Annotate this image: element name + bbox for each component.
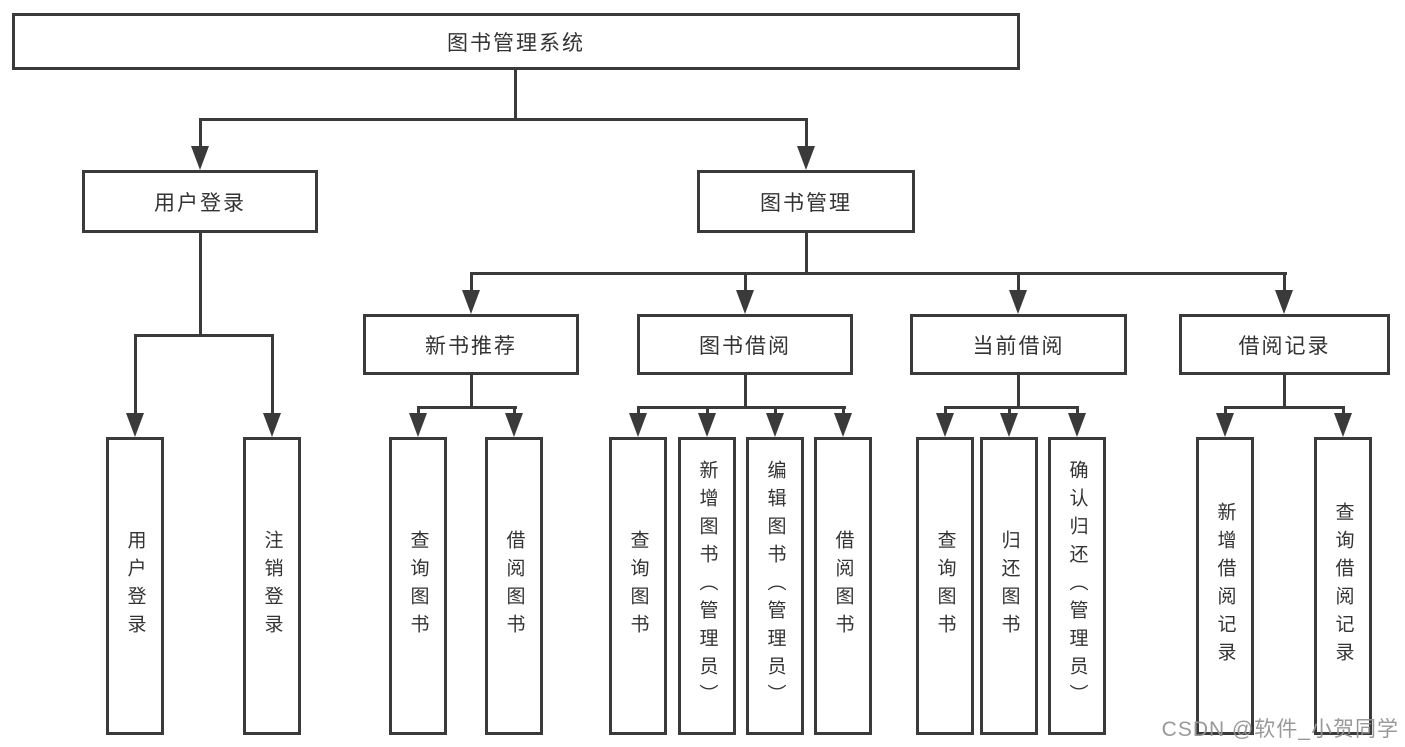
- leaf-add-borrow-record: 新增借阅记录: [1196, 437, 1254, 735]
- arrowhead-down-icon: [766, 413, 784, 437]
- leaf-borrow-books: 借阅图书: [814, 437, 872, 735]
- connector-line: [805, 233, 808, 275]
- connector-line: [199, 233, 202, 336]
- connector-line: [271, 334, 274, 420]
- leaf-label: 编辑图书（管理员）: [764, 460, 786, 712]
- node-user-login: 用户登录: [82, 170, 318, 233]
- leaf-return-books: 归还图书: [980, 437, 1038, 735]
- leaf-borrow-books: 借阅图书: [485, 437, 543, 735]
- node-book-borrowing: 图书借阅: [637, 314, 853, 375]
- arrowhead-down-icon: [462, 290, 480, 314]
- leaf-label: 查询图书: [407, 530, 429, 642]
- arrowhead-down-icon: [629, 413, 647, 437]
- arrowhead-down-icon: [263, 413, 281, 437]
- arrowhead-down-icon: [698, 413, 716, 437]
- connector-line: [744, 272, 747, 296]
- leaf-add-books-admin: 新增图书（管理员）: [678, 437, 736, 735]
- connector-line: [417, 406, 517, 409]
- node-borrowing-records: 借阅记录: [1179, 314, 1390, 375]
- leaf-label: 查询借阅记录: [1332, 502, 1354, 670]
- leaf-label: 借阅图书: [503, 530, 525, 642]
- connector-line: [944, 406, 1079, 409]
- leaf-label: 借阅图书: [832, 530, 854, 642]
- node-label: 借阅记录: [1238, 334, 1331, 358]
- arrowhead-down-icon: [1275, 290, 1293, 314]
- connector-line: [805, 118, 808, 152]
- node-label: 当前借阅: [972, 334, 1065, 358]
- connector-line: [744, 375, 747, 409]
- arrowhead-down-icon: [1334, 413, 1352, 437]
- arrowhead-down-icon: [409, 413, 427, 437]
- leaf-label: 确认归还（管理员）: [1066, 460, 1088, 712]
- connector-line: [637, 406, 846, 409]
- node-library-system: 图书管理系统: [12, 13, 1020, 70]
- connector-line: [514, 70, 517, 118]
- leaf-edit-books-admin: 编辑图书（管理员）: [746, 437, 804, 735]
- leaf-user-login: 用户登录: [106, 437, 164, 735]
- node-label: 新书推荐: [425, 334, 517, 358]
- node-label: 用户登录: [154, 191, 246, 215]
- arrowhead-down-icon: [736, 290, 754, 314]
- node-current-borrowing: 当前借阅: [910, 314, 1127, 375]
- leaf-query-books: 查询图书: [389, 437, 447, 735]
- arrowhead-down-icon: [797, 146, 815, 170]
- node-new-book-recommend: 新书推荐: [363, 314, 579, 375]
- arrowhead-down-icon: [834, 413, 852, 437]
- connector-line: [134, 334, 274, 337]
- connector-line: [199, 118, 808, 121]
- leaf-label: 用户登录: [124, 530, 146, 642]
- leaf-label: 新增借阅记录: [1214, 502, 1236, 670]
- connector-line: [1224, 406, 1345, 409]
- connector-line: [1017, 375, 1020, 409]
- node-label: 图书借阅: [699, 334, 791, 358]
- leaf-logout: 注销登录: [243, 437, 301, 735]
- connector-line: [134, 334, 137, 420]
- leaf-label: 查询图书: [934, 530, 956, 642]
- leaf-query-books: 查询图书: [609, 437, 667, 735]
- csdn-watermark: CSDN @软件_小贺同学: [1161, 718, 1399, 741]
- arrowhead-down-icon: [191, 146, 209, 170]
- connector-line: [1017, 272, 1020, 296]
- leaf-label: 注销登录: [261, 530, 283, 642]
- arrowhead-down-icon: [1000, 413, 1018, 437]
- arrowhead-down-icon: [1009, 290, 1027, 314]
- arrowhead-down-icon: [1068, 413, 1086, 437]
- arrowhead-down-icon: [936, 413, 954, 437]
- node-book-management: 图书管理: [697, 170, 915, 233]
- connector-line: [1283, 375, 1286, 409]
- leaf-label: 归还图书: [998, 530, 1020, 642]
- node-label: 图书管理系统: [447, 31, 585, 55]
- leaf-query-books: 查询图书: [916, 437, 974, 735]
- connector-line: [470, 272, 473, 296]
- leaf-label: 查询图书: [627, 530, 649, 642]
- arrowhead-down-icon: [1216, 413, 1234, 437]
- leaf-label: 新增图书（管理员）: [696, 460, 718, 712]
- leaf-query-borrow-record: 查询借阅记录: [1314, 437, 1372, 735]
- connector-line: [470, 272, 1287, 275]
- arrowhead-down-icon: [505, 413, 523, 437]
- leaf-confirm-return-admin: 确认归还（管理员）: [1048, 437, 1106, 735]
- connector-line: [470, 375, 473, 409]
- connector-line: [1283, 272, 1286, 296]
- node-label: 图书管理: [760, 191, 852, 215]
- arrowhead-down-icon: [126, 413, 144, 437]
- connector-line: [199, 118, 202, 152]
